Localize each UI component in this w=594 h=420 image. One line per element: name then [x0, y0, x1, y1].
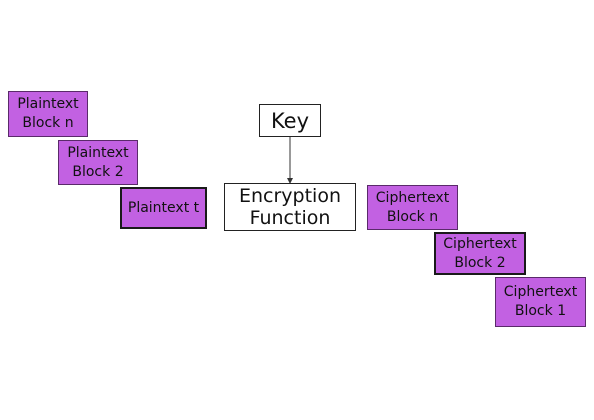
key-box: Key [259, 104, 321, 137]
ciphertext-block-n: Ciphertext Block n [367, 185, 458, 230]
ciphertext-block-1: Ciphertext Block 1 [495, 277, 586, 327]
ciphertext-block-n-label: Ciphertext Block n [375, 189, 450, 225]
plaintext-block-t-label: Plaintext t [127, 199, 200, 216]
plaintext-block-n-label: Plaintext Block n [17, 96, 79, 131]
key-label: Key [270, 108, 310, 133]
ciphertext-block-2: Ciphertext Block 2 [434, 232, 526, 275]
plaintext-block-2-label: Plaintext Block 2 [67, 144, 129, 180]
plaintext-block-n: Plaintext Block n [8, 91, 88, 137]
plaintext-block-t: Plaintext t [120, 187, 207, 229]
encryption-function-box: Encryption Function [224, 183, 356, 231]
encryption-function-label: Encryption Function [238, 185, 341, 229]
ciphertext-block-1-label: Ciphertext Block 1 [503, 284, 578, 319]
ciphertext-block-2-label: Ciphertext Block 2 [443, 235, 517, 271]
plaintext-block-2: Plaintext Block 2 [58, 140, 138, 185]
